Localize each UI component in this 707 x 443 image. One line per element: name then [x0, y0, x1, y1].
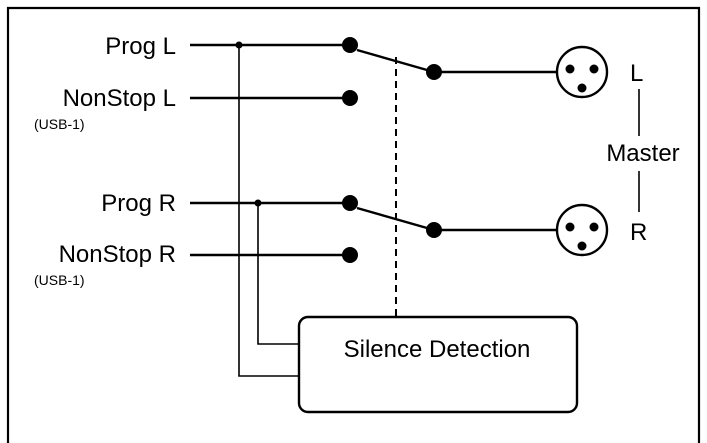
label-silence-detection: Silence Detection: [344, 336, 531, 363]
contact-nonstop-l: [342, 90, 358, 106]
label-output-r: R: [630, 219, 647, 246]
contact-prog-r: [342, 195, 358, 211]
label-prog-r: Prog R: [101, 190, 176, 217]
label-nonstop-l: NonStop L: [63, 85, 176, 112]
silence-detection-box: [297, 315, 579, 414]
label-master: Master: [606, 140, 679, 167]
label-prog-l: Prog L: [105, 33, 176, 60]
label-nonstop-r: NonStop R: [59, 241, 176, 268]
diagram-frame: [6, 6, 701, 443]
contact-prog-l: [342, 37, 358, 53]
label-output-l: L: [630, 60, 643, 87]
xlr-connector-right: [555, 203, 609, 257]
contact-nonstop-r: [342, 247, 358, 263]
wire-tap-prog-l: [238, 45, 300, 377]
xlr-connector-left: [555, 45, 609, 99]
label-nonstop-l-source: (USB-1): [34, 116, 85, 132]
label-nonstop-r-source: (USB-1): [34, 272, 85, 288]
wire-tap-prog-r: [257, 203, 300, 345]
